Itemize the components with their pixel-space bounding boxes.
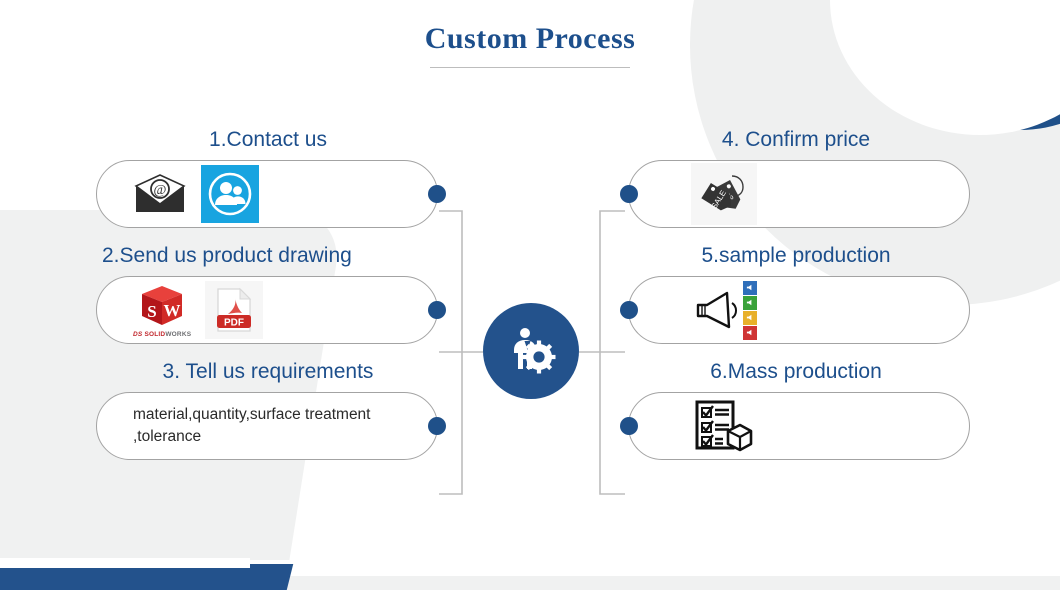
sale-price-tag-icon: % SALE — [691, 163, 757, 226]
decor-bottom-left-navy-bar — [0, 564, 294, 590]
swatch-green — [743, 295, 757, 310]
step-icon-group — [629, 398, 753, 454]
step-body-text: material,quantity,surface treatment ,tol… — [133, 405, 371, 446]
solidworks-wordmark: DS SOLIDWORKS — [133, 331, 191, 338]
solidworks-ds-label: DS — [133, 330, 143, 338]
connector-dot — [428, 185, 446, 204]
step-tell-requirements[interactable]: 3. Tell us requirements material,quantit… — [68, 360, 468, 461]
step-icon-group — [629, 280, 757, 340]
step-title: 5.sample production — [701, 244, 891, 268]
step-card[interactable]: material,quantity,surface treatment ,tol… — [96, 392, 446, 461]
decor-bottom-strip — [0, 568, 1060, 590]
right-step-column: 4. Confirm price % — [596, 128, 996, 476]
contacts-people-icon — [201, 165, 259, 224]
speaker-announce-icon — [691, 282, 741, 339]
pdf-file-icon: PDF — [205, 281, 264, 340]
svg-text:@: @ — [154, 183, 167, 198]
step-title: 1.Contact us — [209, 128, 327, 151]
step-card[interactable]: @ — [96, 160, 446, 229]
solidworks-solid-label: SOLID — [144, 330, 166, 338]
step-send-drawing[interactable]: 2.Send us product drawing S W DS SOLIDWO… — [68, 244, 468, 345]
svg-text:S: S — [147, 302, 156, 321]
solidworks-works-label: WORKS — [165, 330, 192, 338]
step-mass-production[interactable]: 6.Mass production — [596, 360, 996, 461]
step-card[interactable]: S W DS SOLIDWORKS PDF — [96, 276, 446, 345]
solidworks-icon: S W DS SOLIDWORKS — [133, 283, 191, 338]
decor-bottom-left-navy-edge — [0, 558, 250, 568]
connector-dot — [620, 185, 638, 204]
step-contact-us[interactable]: 1.Contact us @ — [68, 128, 468, 229]
person-gear-icon — [503, 323, 559, 379]
swatch-red — [743, 325, 757, 340]
step-title: 2.Send us product drawing — [102, 244, 352, 268]
center-hub[interactable] — [483, 303, 579, 399]
connector-dot — [620, 417, 638, 436]
step-confirm-price[interactable]: 4. Confirm price % — [596, 128, 996, 229]
swatch-blue — [743, 280, 757, 295]
decor-bottom-white-gap — [0, 560, 1060, 576]
step-icon-group: @ — [97, 165, 259, 224]
step-icon-group: S W DS SOLIDWORKS PDF — [97, 281, 264, 340]
pdf-badge-label: PDF — [224, 318, 244, 329]
email-envelope-icon: @ — [133, 173, 187, 215]
swatch-yellow — [743, 310, 757, 325]
connector-dot — [620, 301, 638, 320]
left-step-column: 1.Contact us @ — [68, 128, 468, 476]
step-card[interactable]: % SALE — [620, 160, 970, 229]
step-title: 3. Tell us requirements — [162, 360, 374, 384]
checklist-box-icon — [691, 398, 753, 454]
header: Custom Process — [0, 22, 1060, 68]
step-title: 6.Mass production — [710, 360, 882, 384]
step-icon-group: % SALE — [629, 163, 757, 226]
connector-dot — [428, 301, 446, 320]
svg-text:W: W — [164, 301, 181, 320]
step-title: 4. Confirm price — [721, 128, 871, 151]
connector-dot — [428, 417, 446, 436]
step-card[interactable] — [620, 392, 970, 461]
page-title: Custom Process — [424, 22, 636, 55]
title-underline — [430, 67, 630, 68]
color-swatches-icon — [743, 280, 757, 340]
step-sample-production[interactable]: 5.sample production — [596, 244, 996, 345]
step-card[interactable] — [620, 276, 970, 345]
